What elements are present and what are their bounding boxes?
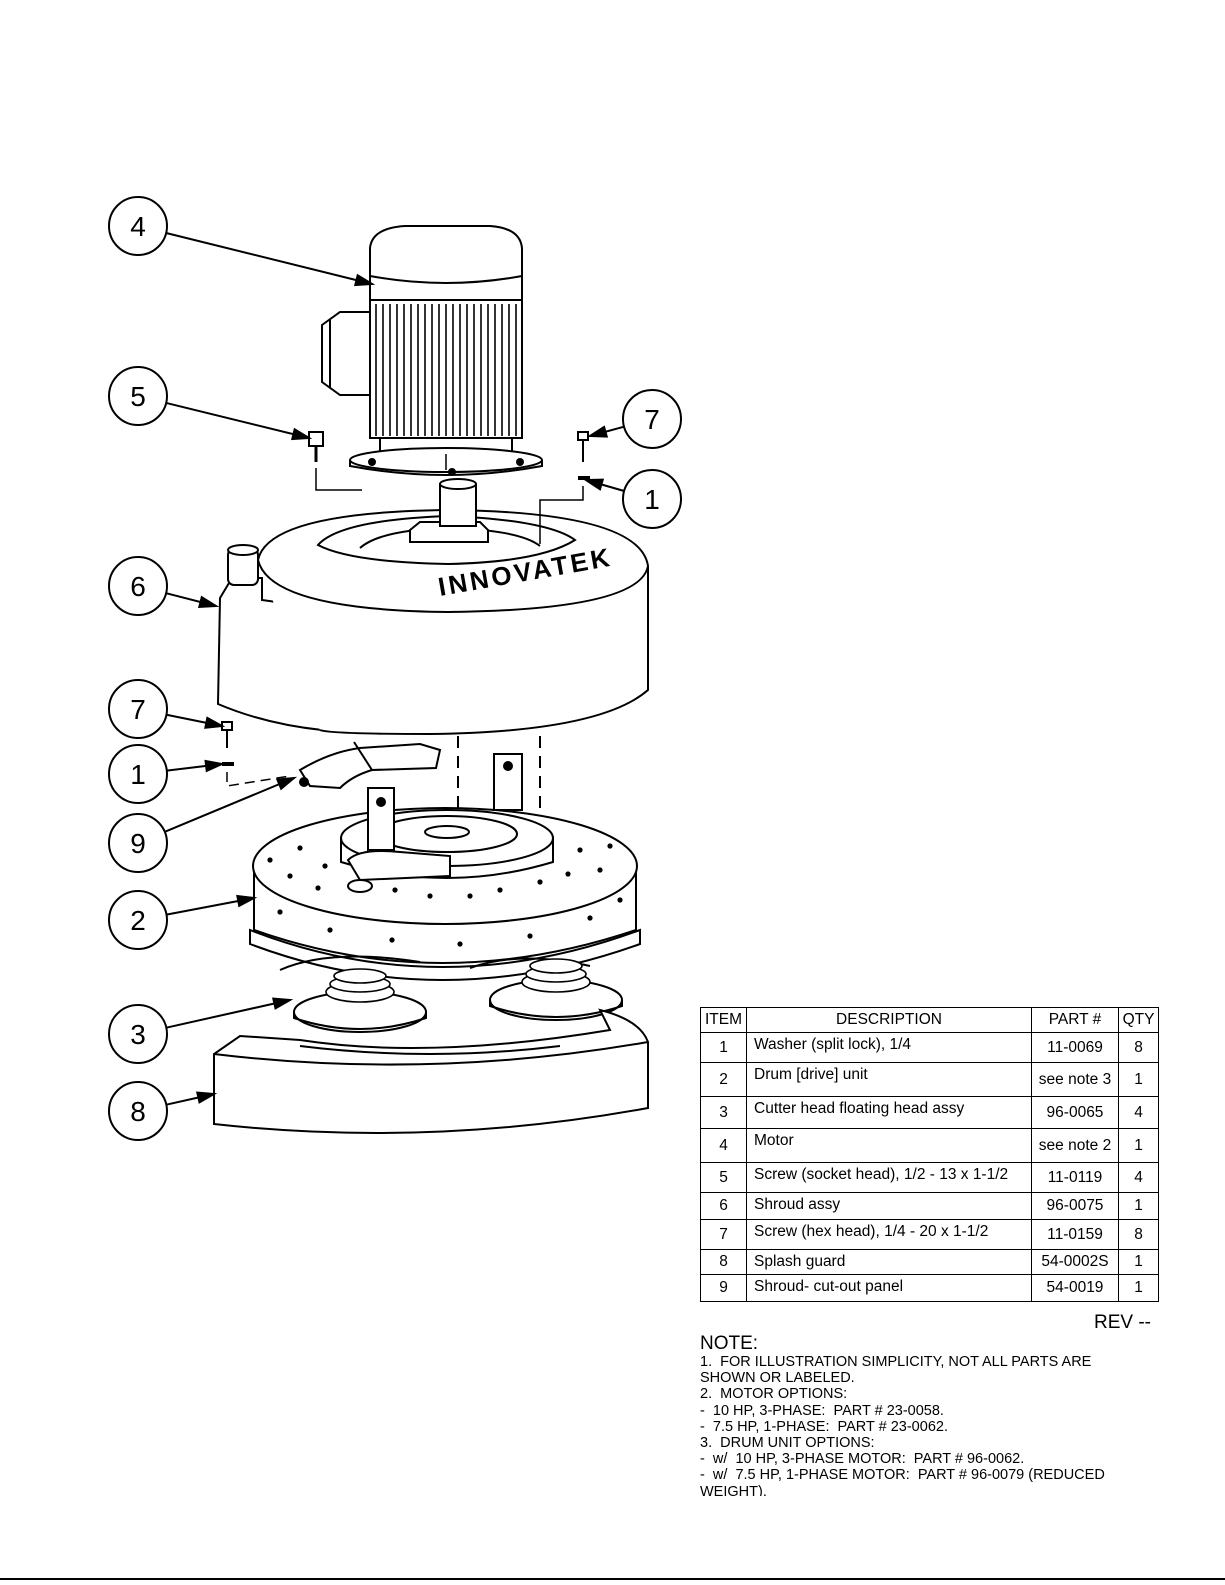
cell-description: Screw (socket head), 1/2 - 13 x 1-1/2 <box>746 1162 1032 1193</box>
cell-qty: 8 <box>1118 1219 1159 1250</box>
callout-5: 5 <box>108 366 313 441</box>
bottom-border-line <box>0 1578 1225 1580</box>
cell-qty: 1 <box>1118 1274 1159 1302</box>
cell-description: Screw (hex head), 1/4 - 20 x 1-1/2 <box>746 1219 1032 1250</box>
cell-part-number: 11-0159 <box>1031 1219 1119 1250</box>
cell-part-number: 54-0019 <box>1031 1274 1119 1302</box>
cell-item: 4 <box>700 1128 747 1163</box>
cutout-panel-part <box>298 741 442 790</box>
callout-number: 2 <box>130 905 146 936</box>
callout-7: 7 <box>108 679 226 739</box>
cell-description: Cutter head floating head assy <box>746 1096 1032 1129</box>
cell-part-number: 54-0002S <box>1031 1249 1119 1275</box>
callout-number: 6 <box>130 571 146 602</box>
cell-qty: 1 <box>1118 1192 1159 1220</box>
note-line: 2. MOTOR OPTIONS: <box>700 1386 848 1403</box>
callout-1: 1 <box>582 469 682 529</box>
note-line: WEIGHT). <box>700 1483 767 1496</box>
cell-qty: 4 <box>1118 1162 1159 1193</box>
callout-number: 1 <box>644 484 660 515</box>
revision-label: REV -- <box>1094 1312 1151 1333</box>
cell-item: 1 <box>700 1032 747 1063</box>
cell-qty: 1 <box>1118 1062 1159 1097</box>
callout-number: 4 <box>130 211 146 242</box>
fasteners <box>221 431 590 787</box>
callout-2: 2 <box>108 890 258 950</box>
callout-9: 9 <box>108 776 298 873</box>
drum-unit-part <box>249 753 641 981</box>
header-description: DESCRIPTION <box>746 1007 1032 1033</box>
shroud-part: INNOVATEK <box>216 508 649 736</box>
callout-number: 9 <box>130 828 146 859</box>
callout-number: 7 <box>644 404 660 435</box>
cell-description: Splash guard <box>746 1249 1032 1275</box>
cell-item: 7 <box>700 1219 747 1250</box>
cell-item: 2 <box>700 1062 747 1097</box>
cell-part-number: 96-0065 <box>1031 1096 1119 1129</box>
callout-4: 4 <box>108 196 376 287</box>
header-part-number: PART # <box>1031 1007 1119 1033</box>
cell-qty: 8 <box>1118 1032 1159 1063</box>
notes-block: NOTE: 1. FOR ILLUSTRATION SIMPLICITY, NO… <box>700 1334 1160 1496</box>
callout-number: 3 <box>130 1019 146 1050</box>
cell-qty: 1 <box>1118 1128 1159 1163</box>
cell-item: 5 <box>700 1162 747 1193</box>
cell-part-number: 11-0119 <box>1031 1162 1119 1193</box>
header-item: ITEM <box>700 1007 747 1033</box>
callout-number: 5 <box>130 381 146 412</box>
motor-part <box>321 225 543 476</box>
cell-description: Drum [drive] unit <box>746 1062 1032 1097</box>
cutter-heads-part <box>279 955 623 1033</box>
cell-part-number: see note 2 <box>1031 1128 1119 1163</box>
cell-part-number: see note 3 <box>1031 1062 1119 1097</box>
callout-8: 8 <box>108 1081 218 1141</box>
cell-part-number: 11-0069 <box>1031 1032 1119 1063</box>
cell-description: Motor <box>746 1128 1032 1163</box>
callout-number: 1 <box>130 759 146 790</box>
note-line: SHOWN OR LABELED. <box>700 1370 855 1387</box>
note-line: - w/ 7.5 HP, 1-PHASE MOTOR: PART # 96-00… <box>700 1467 1105 1484</box>
callout-number: 8 <box>130 1096 146 1127</box>
drive-shaft <box>439 478 541 810</box>
note-line: 1. FOR ILLUSTRATION SIMPLICITY, NOT ALL … <box>700 1354 1092 1370</box>
notes-heading: NOTE: <box>700 1334 759 1354</box>
callout-number: 7 <box>130 694 146 725</box>
note-line: 3. DRUM UNIT OPTIONS: <box>700 1435 875 1452</box>
note-line: - w/ 10 HP, 3-PHASE MOTOR: PART # 96-006… <box>700 1451 1025 1468</box>
header-qty: QTY <box>1118 1007 1159 1033</box>
cell-description: Shroud- cut-out panel <box>746 1274 1032 1302</box>
cell-item: 9 <box>700 1274 747 1302</box>
note-line: - 7.5 HP, 1-PHASE: PART # 23-0062. <box>700 1418 948 1435</box>
callout-6: 6 <box>108 556 220 616</box>
note-line: - 10 HP, 3-PHASE: PART # 23-0058. <box>700 1402 944 1419</box>
table-header-row: ITEM DESCRIPTION PART # QTY <box>700 1007 1159 1033</box>
cell-item: 6 <box>700 1192 747 1220</box>
cell-item: 8 <box>700 1249 747 1275</box>
callout-3: 3 <box>108 997 294 1064</box>
callout-1: 1 <box>108 744 226 804</box>
callout-balloons: 4 5 7 1 6 7 1 9 2 3 8 <box>108 196 682 1141</box>
cell-qty: 4 <box>1118 1096 1159 1129</box>
cell-qty: 1 <box>1118 1249 1159 1275</box>
cell-item: 3 <box>700 1096 747 1129</box>
splash-guard-part <box>213 1008 649 1134</box>
cell-description: Washer (split lock), 1/4 <box>746 1032 1032 1063</box>
callout-7: 7 <box>586 389 682 449</box>
cell-part-number: 96-0075 <box>1031 1192 1119 1220</box>
cell-description: Shroud assy <box>746 1192 1032 1220</box>
